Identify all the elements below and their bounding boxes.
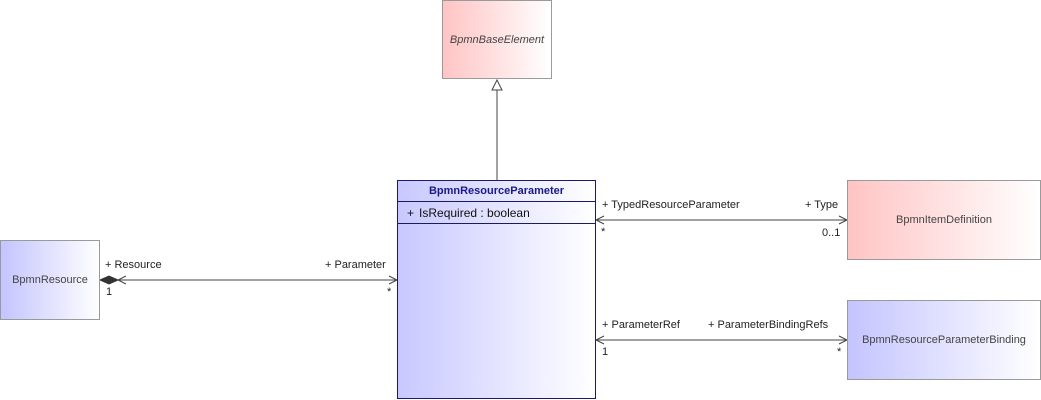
parameter-role-label: + Parameter bbox=[325, 259, 386, 271]
composition-diamond bbox=[98, 275, 120, 285]
parameter-ref-multiplicity: 1 bbox=[602, 346, 609, 358]
attribute-text: IsRequired : boolean bbox=[419, 205, 530, 220]
type-multiplicity: 0..1 bbox=[822, 227, 841, 239]
class-bpmn-item-definition[interactable]: BpmnItemDefinition bbox=[847, 180, 1041, 260]
resource-role-label: + Resource bbox=[105, 259, 162, 271]
parameter-ref-role-label: + ParameterRef bbox=[602, 319, 680, 331]
class-name: BpmnResourceParameterBinding bbox=[862, 334, 1026, 346]
binding-association-source-arrow bbox=[594, 335, 605, 345]
composition-source-arrowhead bbox=[116, 275, 127, 285]
parameter-binding-refs-role-label: + ParameterBindingRefs bbox=[708, 319, 829, 331]
class-bpmn-base-element[interactable]: BpmnBaseElement bbox=[442, 0, 552, 79]
class-header: BpmnResourceParameter bbox=[398, 181, 595, 202]
class-bpmn-resource[interactable]: BpmnResource bbox=[0, 240, 100, 320]
class-name: BpmnItemDefinition bbox=[896, 214, 992, 226]
type-role-label: + Type bbox=[805, 199, 839, 211]
class-name: BpmnBaseElement bbox=[449, 33, 545, 46]
resource-multiplicity: 1 bbox=[106, 286, 113, 298]
attribute-row[interactable]: + IsRequired : boolean bbox=[398, 202, 595, 224]
attribute-visibility: + bbox=[407, 205, 415, 220]
parameter-multiplicity: * bbox=[387, 286, 392, 298]
type-association-source-arrow bbox=[594, 215, 605, 225]
typed-resource-parameter-role-label: + TypedResourceParameter bbox=[602, 199, 740, 211]
class-bpmn-resource-parameter-binding[interactable]: BpmnResourceParameterBinding bbox=[847, 300, 1041, 380]
class-name: BpmnResourceParameter bbox=[428, 185, 565, 197]
typed-resource-parameter-multiplicity: * bbox=[601, 226, 606, 238]
parameter-binding-refs-multiplicity: * bbox=[837, 346, 842, 358]
class-bpmn-resource-parameter[interactable]: BpmnResourceParameter + IsRequired : boo… bbox=[397, 180, 596, 399]
generalization-arrowhead bbox=[491, 78, 503, 91]
class-name: BpmnResource bbox=[12, 274, 88, 286]
